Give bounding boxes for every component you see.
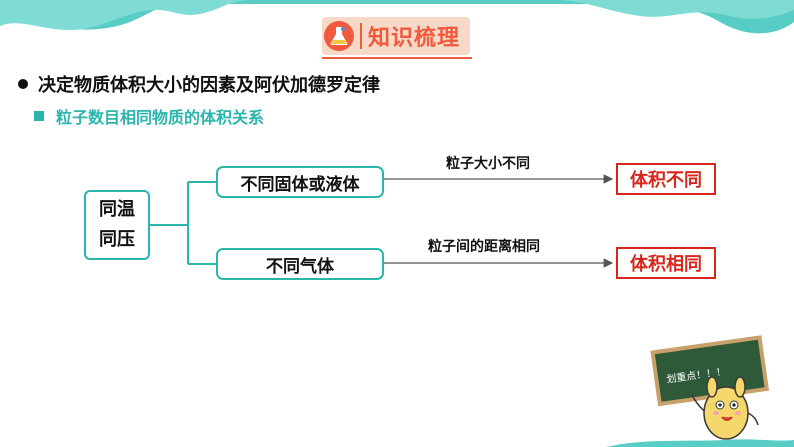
sub-heading: 粒子数目相同物质的体积关系 xyxy=(56,108,265,127)
lab-flask-icon xyxy=(324,21,354,51)
section-title: 知识梳理 xyxy=(368,26,461,51)
condition-line-1: 同温 xyxy=(99,199,135,220)
main-heading: 决定物质体积大小的因素及阿伏加德罗定律 xyxy=(38,75,380,96)
title-divider xyxy=(360,23,362,49)
condition-line-2: 同压 xyxy=(99,229,135,250)
reason-label-2: 粒子间的距离相同 xyxy=(428,239,540,255)
sub-heading-row: 粒子数目相同物质的体积关系 xyxy=(34,104,264,128)
mascot-chalkboard-illustration: 划重点！！！ xyxy=(650,335,770,440)
result-box-different-volume: 体积不同 xyxy=(616,163,716,195)
title-underline xyxy=(322,57,472,59)
square-bullet-icon xyxy=(34,111,44,121)
bullet-dot-icon xyxy=(18,79,28,89)
main-heading-row: 决定物质体积大小的因素及阿伏加德罗定律 xyxy=(18,71,380,97)
section-title-badge: 知识梳理 xyxy=(322,17,470,55)
condition-box: 同温 同压 xyxy=(84,190,150,260)
subject-box-gas: 不同气体 xyxy=(216,248,384,280)
subject-box-solid-liquid: 不同固体或液体 xyxy=(216,166,384,198)
bottom-wave-decoration xyxy=(606,439,794,447)
reason-label-1: 粒子大小不同 xyxy=(446,156,530,172)
top-wave-decoration xyxy=(0,0,794,34)
result-box-same-volume: 体积相同 xyxy=(616,247,716,279)
